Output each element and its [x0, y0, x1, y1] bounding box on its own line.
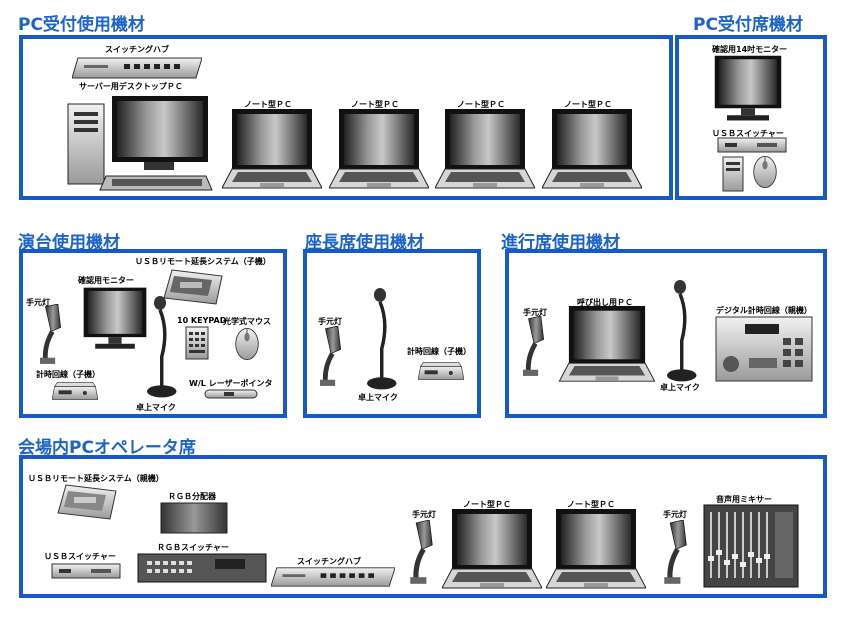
- usb-switcher-icon: [716, 136, 788, 154]
- usb-remote-child-icon: [162, 268, 226, 308]
- notebook-label-operator-2: ノート型ＰＣ: [567, 500, 615, 509]
- hand-lamp-label-operator-1: 手元灯: [412, 510, 436, 519]
- section-title-chair-seat: 座長席使用機材: [305, 233, 424, 253]
- hand-lamp-label-chair: 手元灯: [318, 317, 342, 326]
- desk-mic-icon-chair: [362, 288, 398, 392]
- server-pc-label: サーバー用デスクトップＰＣ: [79, 82, 183, 91]
- usb-remote-parent-icon: [56, 483, 120, 523]
- timer-child-icon-chair: [418, 358, 464, 384]
- hand-lamp-icon-podium: [36, 304, 66, 366]
- notebook-label-3: ノート型ＰＣ: [457, 100, 505, 109]
- switching-hub-label: スイッチングハブ: [105, 45, 169, 54]
- mouse-icon: [752, 154, 778, 190]
- notebook-label-2: ノート型ＰＣ: [351, 100, 399, 109]
- optical-mouse-icon: [234, 326, 260, 362]
- digital-timer-label: デジタル計時回線（親機）: [716, 306, 812, 315]
- section-title-operator: 会場内PCオペレータ席: [18, 438, 196, 458]
- notebook-label-1: ノート型ＰＣ: [244, 100, 292, 109]
- hand-lamp-icon-operator-2: [660, 520, 692, 586]
- pc-tower-icon: [722, 156, 744, 192]
- notebook-label-operator-1: ノート型ＰＣ: [463, 500, 511, 509]
- confirm-monitor-label: 確認用モニター: [78, 276, 134, 285]
- timer-child-label-podium: 計時回線（子機）: [36, 370, 100, 379]
- usb-switcher-icon-operator: [50, 562, 122, 580]
- call-pc-icon: [557, 305, 657, 385]
- rgb-switcher-label: ＲＧＢスイッチャー: [157, 543, 229, 552]
- laser-pointer-icon: [204, 388, 258, 400]
- digital-timer-icon: [715, 316, 813, 382]
- notebook-pc-icon-2: [329, 108, 429, 192]
- desk-mic-icon-podium: [142, 296, 178, 400]
- notebook-pc-icon-1: [222, 108, 322, 192]
- timer-child-icon-podium: [52, 378, 98, 404]
- call-pc-label: 呼び出し用ＰＣ: [577, 298, 633, 307]
- desk-mic-icon-progress: [662, 280, 698, 384]
- audio-mixer-label: 音声用ミキサー: [716, 495, 772, 504]
- rgb-switcher-icon: [137, 553, 267, 583]
- notebook-pc-icon-3: [435, 108, 535, 192]
- desk-mic-label-podium: 卓上マイク: [136, 403, 176, 412]
- section-title-pc-reception: PC受付使用機材: [18, 15, 145, 35]
- timer-child-label-chair: 計時回線（子機）: [407, 347, 471, 356]
- notebook-pc-icon-operator-2: [546, 508, 646, 592]
- confirm-monitor-icon: [82, 286, 148, 352]
- keypad-label: 10 KEYPAD: [177, 316, 227, 325]
- hand-lamp-icon-progress: [519, 316, 549, 378]
- switching-hub-icon-operator: [271, 566, 395, 588]
- desk-mic-label-progress: 卓上マイク: [660, 383, 700, 392]
- usb-remote-child-label: ＵＳＢリモート延長システム（子機）: [135, 257, 271, 266]
- usb-switcher-label: ＵＳＢスイッチャー: [712, 129, 784, 138]
- optical-mouse-label: 光学式マウス: [223, 317, 271, 326]
- hand-lamp-label-podium: 手元灯: [26, 298, 50, 307]
- switching-hub-icon: [72, 56, 202, 80]
- laser-pointer-label: W/L レーザーポインタ: [189, 379, 273, 388]
- audio-mixer-icon: [703, 504, 799, 588]
- switching-hub-label-operator: スイッチングハブ: [297, 557, 361, 566]
- monitor-icon: [712, 54, 784, 124]
- section-title-progress-seat: 進行席使用機材: [501, 233, 620, 253]
- usb-remote-parent-label: ＵＳＢリモート延長システム（親機）: [28, 474, 164, 483]
- section-title-podium: 演台使用機材: [18, 233, 120, 253]
- hand-lamp-icon-operator-1: [406, 520, 438, 586]
- section-title-pc-reception-seat: PC受付席機材: [693, 15, 803, 35]
- usb-switcher-label-operator: ＵＳＢスイッチャー: [44, 552, 116, 561]
- server-desktop-pc-icon: [66, 94, 216, 194]
- notebook-pc-icon-4: [542, 108, 642, 192]
- rgb-distributor-label: ＲＧＢ分配器: [168, 492, 216, 501]
- rgb-distributor-icon: [160, 502, 228, 534]
- hand-lamp-icon-chair: [316, 326, 346, 388]
- keypad-icon: [185, 326, 209, 360]
- desk-mic-label-chair: 卓上マイク: [358, 393, 398, 402]
- confirm-monitor-14-label: 確認用14吋モニター: [712, 45, 788, 54]
- notebook-pc-icon-operator-1: [442, 508, 542, 592]
- hand-lamp-label-progress: 手元灯: [523, 308, 547, 317]
- notebook-label-4: ノート型ＰＣ: [564, 100, 612, 109]
- hand-lamp-label-operator-2: 手元灯: [663, 510, 687, 519]
